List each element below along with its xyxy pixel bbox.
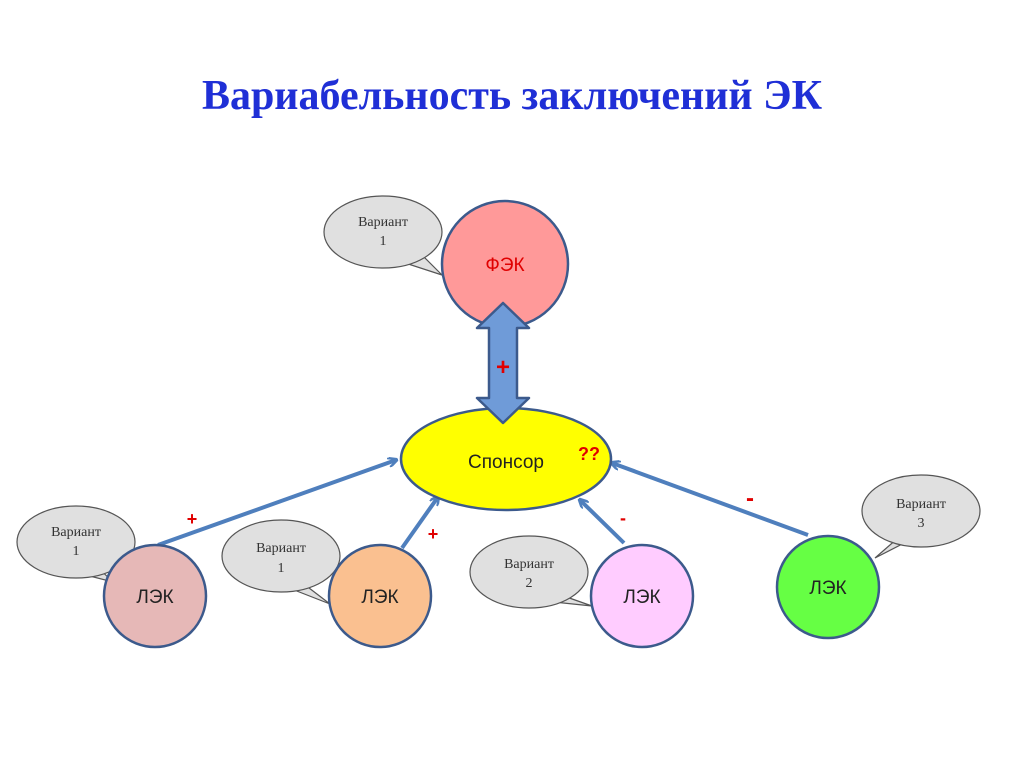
bubble-lek1-line1: Вариант bbox=[51, 525, 101, 540]
double-arrow-fek-sponsor bbox=[475, 301, 531, 425]
sign-fek-sponsor: + bbox=[496, 354, 510, 381]
slide-title: Вариабельность заключений ЭК bbox=[201, 73, 823, 119]
node-lek-3-label: ЛЭК bbox=[623, 587, 660, 608]
node-lek-2: ЛЭК bbox=[327, 543, 433, 649]
speech-bubble-lek4: Вариант 3 bbox=[861, 474, 981, 559]
node-lek-3: ЛЭК bbox=[589, 543, 695, 649]
bubble-fek-line1: Вариант bbox=[358, 215, 408, 230]
arrow-lek4-sponsor bbox=[612, 463, 809, 537]
node-lek-1-label: ЛЭК bbox=[136, 587, 173, 608]
arrow-lek1-sponsor bbox=[157, 460, 396, 547]
speech-bubble-lek1: Вариант 1 bbox=[16, 505, 136, 584]
speech-bubble-fek: Вариант 1 bbox=[323, 195, 443, 276]
sign-lek2: + bbox=[428, 524, 439, 544]
bubble-lek1-line2: 1 bbox=[73, 544, 80, 559]
sign-lek1: + bbox=[187, 509, 198, 529]
sign-lek3: - bbox=[620, 508, 626, 528]
arrow-lek2-sponsor bbox=[400, 497, 438, 550]
bubble-lek3-line2: 2 bbox=[526, 576, 533, 591]
node-lek-1: ЛЭК bbox=[102, 543, 208, 649]
node-fek-label: ФЭК bbox=[485, 255, 524, 276]
sign-lek4: - bbox=[746, 485, 754, 512]
node-sponsor: Спонсор ?? bbox=[399, 406, 613, 512]
node-lek-4: ЛЭК bbox=[775, 534, 881, 640]
speech-bubble-lek3: Вариант 2 bbox=[469, 535, 593, 609]
node-sponsor-label: Спонсор bbox=[468, 452, 544, 473]
node-lek-2-label: ЛЭК bbox=[361, 587, 398, 608]
bubble-lek4-line1: Вариант bbox=[896, 497, 946, 512]
bubble-lek2-line2: 1 bbox=[278, 561, 285, 576]
arrow-lek3-sponsor bbox=[580, 500, 626, 545]
bubble-lek3-line1: Вариант bbox=[504, 557, 554, 572]
bubble-lek4-line2: 3 bbox=[918, 516, 925, 531]
bubble-fek-line2: 1 bbox=[380, 234, 387, 249]
sponsor-question-mark: ?? bbox=[578, 444, 600, 464]
node-lek-4-label: ЛЭК bbox=[809, 578, 846, 599]
speech-bubble-lek2: Вариант 1 bbox=[221, 519, 341, 605]
bubble-lek2-line1: Вариант bbox=[256, 541, 306, 556]
